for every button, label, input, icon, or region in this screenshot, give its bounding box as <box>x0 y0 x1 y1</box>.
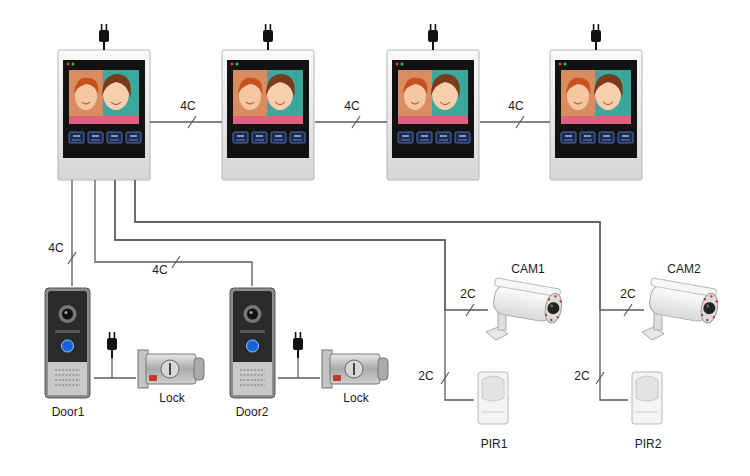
indoor-monitor <box>222 50 315 180</box>
cable-tick <box>516 116 524 128</box>
door-station: Door2 <box>226 286 278 420</box>
cable <box>150 121 222 122</box>
cable <box>71 180 72 286</box>
cable-spec: 4C <box>180 99 195 113</box>
door-station: Door1 <box>42 286 94 420</box>
cable-spec: 2C <box>418 369 433 383</box>
cable <box>94 377 136 378</box>
cable-group <box>68 180 76 286</box>
bullet-camera: CAM2 <box>644 262 724 342</box>
device-label: Door2 <box>236 405 269 420</box>
cable <box>278 377 320 378</box>
electric-lock: Lock <box>320 346 392 406</box>
pir-sensor <box>478 372 508 424</box>
cable-group <box>95 180 252 286</box>
indoor-monitor <box>550 50 642 180</box>
cable-tick <box>188 116 196 128</box>
cable-group <box>480 116 550 128</box>
power-adapter <box>99 24 109 50</box>
device-label: CAM2 <box>667 262 700 277</box>
cable-tick <box>68 252 76 264</box>
cable-tick <box>172 256 180 268</box>
cable-spec: 2C <box>574 369 589 383</box>
cable-group <box>315 116 387 128</box>
cable-tick <box>624 304 632 316</box>
cable-spec: 2C <box>460 287 475 301</box>
pir-sensor: PIR2 <box>628 370 668 452</box>
indoor-monitor <box>58 50 150 180</box>
power-adapter <box>293 332 303 358</box>
electric-lock <box>322 350 388 388</box>
cable-tick <box>352 116 360 128</box>
pir-sensor: PIR1 <box>474 370 514 452</box>
cable-group <box>150 116 222 128</box>
door-station <box>45 288 90 398</box>
indoor-monitor <box>387 50 479 180</box>
cable-spec: 4C <box>152 263 167 277</box>
cable-group <box>135 180 628 400</box>
cable-tick <box>441 372 449 384</box>
power-adapter <box>263 24 273 50</box>
indoor-monitor <box>58 50 150 180</box>
cable-spec: 4C <box>344 99 359 113</box>
cable-group <box>278 378 320 379</box>
cable-spec: 2C <box>620 287 635 301</box>
device-label: Door1 <box>52 405 85 420</box>
power-adapter <box>428 24 438 50</box>
device-label: Lock <box>343 391 368 406</box>
indoor-monitor <box>222 50 314 180</box>
cable-spec: 4C <box>48 241 63 255</box>
bullet-camera <box>642 278 721 340</box>
cable <box>135 180 628 400</box>
cable <box>135 180 644 310</box>
cable <box>315 121 387 122</box>
cable-spec: 4C <box>508 99 523 113</box>
electric-lock <box>138 350 204 388</box>
bullet-camera: CAM1 <box>488 262 568 342</box>
cable <box>95 180 252 286</box>
cable-tick <box>596 372 604 384</box>
device-label: CAM1 <box>511 262 544 277</box>
electric-lock: Lock <box>136 346 208 406</box>
device-label: PIR2 <box>635 437 662 452</box>
power-adapter <box>107 332 117 358</box>
cable-group <box>115 180 474 400</box>
bullet-camera <box>486 278 565 340</box>
power-adapter <box>591 24 601 50</box>
door-station <box>230 288 275 398</box>
device-label: PIR1 <box>481 437 508 452</box>
indoor-monitor <box>550 50 643 180</box>
pir-sensor <box>632 372 662 424</box>
power-wire <box>112 358 298 378</box>
cable-tick <box>466 304 474 316</box>
cable <box>115 180 488 310</box>
cable <box>480 121 550 122</box>
cable-group <box>135 180 644 316</box>
cable-group <box>115 180 488 316</box>
device-label: Lock <box>159 391 184 406</box>
indoor-monitor <box>387 50 480 180</box>
cable <box>115 180 474 400</box>
cable-group <box>94 378 136 379</box>
